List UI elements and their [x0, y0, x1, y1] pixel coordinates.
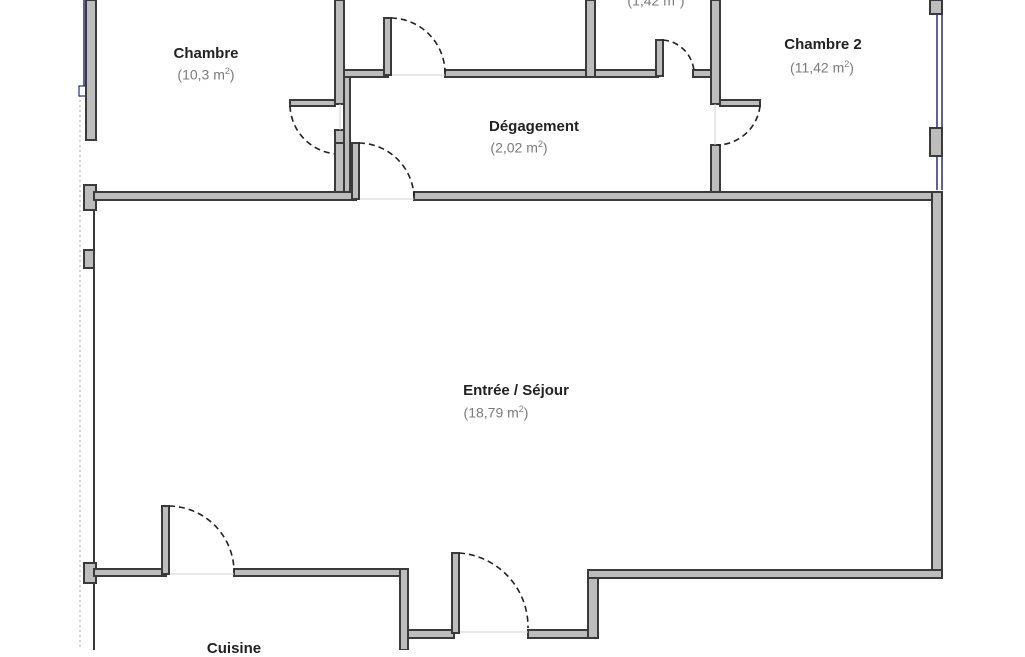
wall-degagement-bottom [413, 191, 943, 201]
room-area-chambre-2: (11,42 m2) [790, 59, 854, 76]
room-area-chambre: (10,3 m2) [177, 66, 235, 83]
door-top-left [383, 17, 446, 76]
wall-deg-top-left [343, 69, 389, 78]
room-name-cuisine: Cuisine [206, 640, 262, 657]
room-name-sejour: Entrée / Séjour [463, 382, 569, 399]
wall-cuisine-top-right [233, 568, 409, 577]
door-chambre2 [717, 105, 761, 146]
wall-entry-left [407, 629, 455, 639]
door-entry [451, 552, 529, 634]
wall-notch [587, 569, 599, 639]
room-name-chambre: Chambre [173, 45, 239, 62]
wall-deg-top-mid [444, 69, 589, 78]
wall-left-stub [83, 249, 95, 269]
wall-deg-top-right [593, 69, 659, 78]
wall-chambre2-door-jamb [719, 99, 761, 107]
wall-cuisine-right [399, 568, 409, 650]
room-area-sejour: (18,79 m2) [463, 404, 529, 421]
wall-chambre-right-top [334, 0, 345, 105]
wall-chambre-door-jamb [289, 99, 336, 107]
wall-left-top [85, 0, 97, 141]
door-degagement [351, 142, 415, 200]
wall-right [931, 191, 943, 579]
wall-wc-left [585, 0, 596, 78]
room-area-top-small: (1,42 m2) [627, 0, 685, 9]
wall-cuisine-top-left [93, 568, 167, 577]
wall-chambre-bottom [93, 191, 357, 201]
wall-right-top [929, 0, 943, 15]
room-name-degagement: Dégagement [488, 118, 580, 135]
wall-deg-left [343, 76, 351, 193]
wall-deg-right-bottom [710, 144, 721, 193]
door-wc [655, 39, 695, 77]
wall-right-mid [929, 127, 943, 157]
room-name-chambre-2: Chambre 2 [784, 36, 862, 53]
wall-deg-right-top [710, 0, 721, 105]
room-area-degagement: (2,02 m2) [490, 139, 548, 156]
wall-sejour-bottom [587, 569, 943, 579]
door-cuisine [161, 505, 235, 575]
door-chambre [289, 105, 345, 193]
